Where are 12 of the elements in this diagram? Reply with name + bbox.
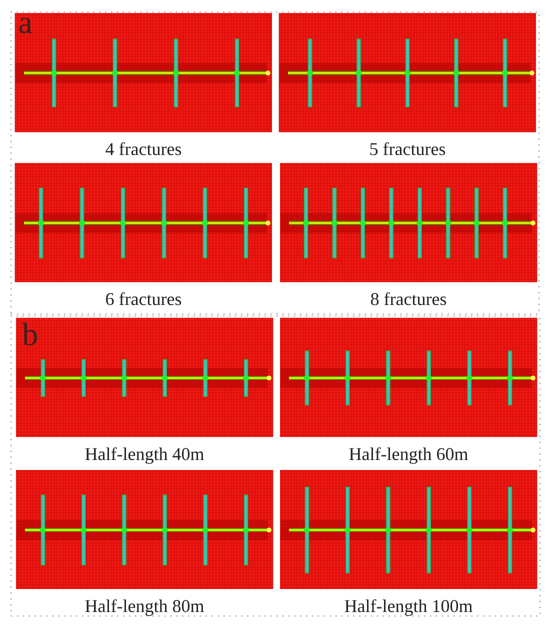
panel-letter: a bbox=[19, 18, 32, 34]
panel-caption: Half-length 40m bbox=[85, 447, 204, 464]
dotted-frame bbox=[10, 11, 540, 315]
panel-caption: 8 fractures bbox=[370, 292, 446, 306]
dotted-frame bbox=[10, 315, 541, 617]
panel-caption: 6 fractures bbox=[106, 292, 182, 306]
panel-caption: Half-length 80m bbox=[85, 599, 204, 616]
panel-caption: 4 fractures bbox=[106, 142, 182, 156]
panel-caption: 5 fractures bbox=[370, 142, 446, 156]
panel-caption: Half-length 100m bbox=[344, 599, 472, 616]
panel-letter: b bbox=[22, 322, 37, 346]
panel-caption: Half-length 60m bbox=[349, 447, 468, 464]
